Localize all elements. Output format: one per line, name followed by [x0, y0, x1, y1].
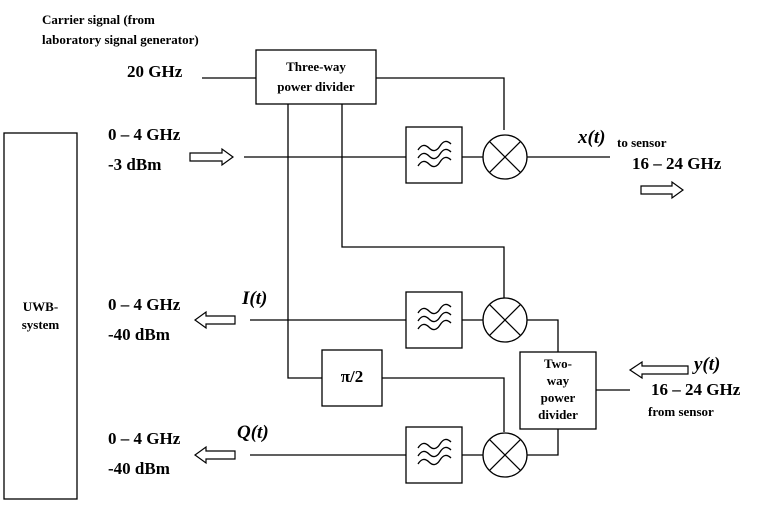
i-freq: 0 – 4 GHz [108, 295, 181, 314]
x-note: to sensor [617, 135, 667, 150]
i-power: -40 dBm [108, 325, 170, 344]
divider-to-mixer1 [376, 77, 505, 130]
phase-to-mixer3 [382, 377, 505, 432]
mixer3-to-two-way [527, 429, 559, 456]
q-power: -40 dBm [108, 459, 170, 478]
i-signal-label: I(t) [242, 288, 268, 309]
tx-freq: 0 – 4 GHz [108, 125, 181, 144]
lowpass-filter-icon [405, 126, 463, 184]
y-freq: 16 – 24 GHz [651, 380, 741, 399]
y-note: from sensor [648, 404, 714, 419]
three-way-divider-box [255, 49, 377, 105]
x-freq: 16 – 24 GHz [632, 154, 722, 173]
q-signal-label: Q(t) [237, 422, 269, 443]
carrier-title-line1: Carrier signal (from [42, 12, 155, 27]
two-way-divider-line3: power [540, 390, 576, 405]
arrow-icon [628, 360, 689, 380]
lowpass-filter-icon [405, 291, 463, 349]
x-signal-label: x(t) [578, 127, 606, 148]
two-way-divider-line1: Two- [544, 356, 572, 371]
arrow-icon [189, 147, 235, 167]
three-way-divider-line1: Three-way [286, 59, 346, 74]
arrow-icon [193, 310, 236, 330]
mixer-icon [482, 432, 528, 478]
two-way-divider-line2: way [546, 373, 570, 388]
q-freq: 0 – 4 GHz [108, 429, 181, 448]
three-way-divider-line2: power divider [277, 79, 355, 94]
carrier-freq: 20 GHz [127, 62, 183, 81]
divider-to-mixer2 [341, 104, 505, 298]
lowpass-filter-icon [405, 426, 463, 484]
arrow-icon [640, 180, 685, 200]
mixer2-to-two-way [527, 319, 559, 352]
tx-power: -3 dBm [108, 155, 162, 174]
mixer-icon [482, 134, 528, 180]
arrow-icon [193, 445, 236, 465]
uwb-line1: UWB- [22, 299, 59, 314]
carrier-title-line2: laboratory signal generator) [42, 32, 199, 47]
y-signal-label: y(t) [694, 354, 721, 375]
two-way-divider-line4: divider [538, 407, 578, 422]
uwb-line2: system [21, 317, 60, 332]
divider-to-phase [287, 104, 322, 379]
mixer-icon [482, 297, 528, 343]
phase-shift-label: π/2 [340, 367, 364, 386]
uwb-system-box [3, 132, 78, 500]
